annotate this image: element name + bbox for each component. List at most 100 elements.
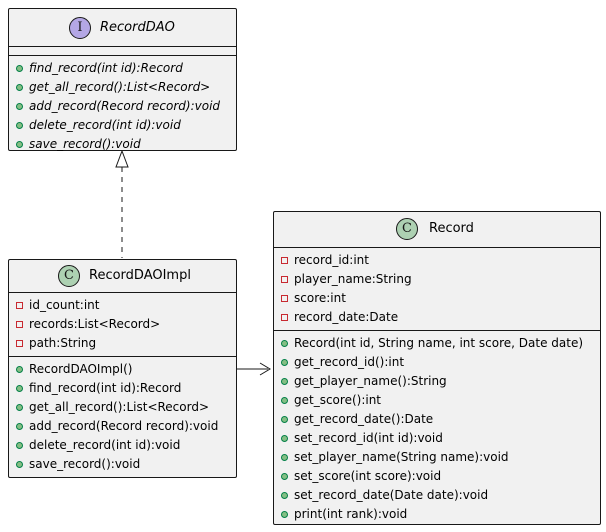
method-text: set_record_date(Date date):void [294, 488, 489, 502]
methods-section: find_record(int id):Record get_all_record… [9, 55, 236, 157]
method-text: RecordDAOImpl() [29, 362, 133, 376]
method-text: find_record(int id):Record [29, 381, 182, 395]
attribute-text: player_name:String [294, 272, 412, 286]
method-text: get_record_date():Date [294, 412, 434, 426]
class-box-recorddao: I RecordDAO find_record(int id):Record ge… [8, 8, 237, 151]
method-row: RecordDAOImpl() [9, 360, 236, 379]
class-icon: C [58, 265, 80, 287]
public-visibility-icon [281, 397, 288, 404]
public-visibility-icon [16, 404, 23, 411]
method-row: delete_record(int id):void [9, 116, 236, 135]
public-visibility-icon [16, 103, 23, 110]
public-visibility-icon [281, 340, 288, 347]
method-row: save_record():void [9, 135, 236, 154]
method-row: delete_record(int id):void [9, 436, 236, 455]
method-row: add_record(Record record):void [9, 417, 236, 436]
private-visibility-icon [16, 321, 23, 328]
interface-icon: I [69, 17, 91, 39]
class-box-recorddaoimpl: C RecordDAOImpl id_count:int records:List… [8, 259, 237, 478]
private-visibility-icon [281, 295, 288, 302]
method-row: get_score():int [274, 391, 600, 410]
attribute-row: score:int [274, 289, 600, 308]
method-row: get_all_record():List<Record> [9, 398, 236, 417]
class-header: C RecordDAOImpl [9, 260, 236, 293]
class-header: C Record [274, 212, 600, 248]
method-text: add_record(Record record):void [29, 99, 221, 113]
public-visibility-icon [281, 378, 288, 385]
methods-section: RecordDAOImpl() find_record(int id):Recor… [9, 356, 236, 477]
public-visibility-icon [281, 435, 288, 442]
attribute-text: path:String [29, 336, 97, 350]
attribute-row: record_date:Date [274, 308, 600, 327]
method-text: print(int rank):void [294, 507, 408, 521]
method-row: set_record_id(int id):void [274, 429, 600, 448]
method-text: delete_record(int id):void [29, 438, 181, 452]
class-name: Record [429, 221, 474, 236]
method-row: set_score(int score):void [274, 467, 600, 486]
method-row: Record(int id, String name, int score, D… [274, 334, 600, 353]
public-visibility-icon [16, 366, 23, 373]
public-visibility-icon [281, 473, 288, 480]
method-row: save_record():void [9, 455, 236, 474]
public-visibility-icon [281, 416, 288, 423]
public-visibility-icon [16, 84, 23, 91]
attributes-section: record_id:int player_name:String score:int… [274, 248, 600, 330]
method-text: add_record(Record record):void [29, 419, 219, 433]
method-text: delete_record(int id):void [29, 118, 181, 132]
public-visibility-icon [281, 492, 288, 499]
attribute-row: records:List<Record> [9, 315, 236, 334]
class-icon: C [396, 218, 418, 240]
method-text: get_player_name():String [294, 374, 447, 388]
private-visibility-icon [281, 257, 288, 264]
class-box-record: C Record record_id:int player_name:String… [273, 211, 601, 525]
public-visibility-icon [16, 385, 23, 392]
method-text: get_all_record():List<Record> [29, 400, 210, 414]
method-text: find_record(int id):Record [29, 61, 183, 75]
attribute-row: player_name:String [274, 270, 600, 289]
public-visibility-icon [16, 141, 23, 148]
private-visibility-icon [16, 302, 23, 309]
public-visibility-icon [16, 65, 23, 72]
public-visibility-icon [16, 442, 23, 449]
method-text: set_record_id(int id):void [294, 431, 443, 445]
public-visibility-icon [16, 122, 23, 129]
method-text: set_score(int score):void [294, 469, 442, 483]
public-visibility-icon [16, 461, 23, 468]
attributes-section [9, 47, 236, 55]
public-visibility-icon [281, 359, 288, 366]
private-visibility-icon [281, 314, 288, 321]
method-text: get_score():int [294, 393, 381, 407]
private-visibility-icon [281, 276, 288, 283]
method-text: save_record():void [29, 137, 141, 151]
attributes-section: id_count:int records:List<Record> path:Str… [9, 293, 236, 356]
class-name: RecordDAO [100, 20, 175, 35]
attribute-text: records:List<Record> [29, 317, 161, 331]
method-row: find_record(int id):Record [9, 59, 236, 78]
public-visibility-icon [16, 423, 23, 430]
attribute-text: record_id:int [294, 253, 369, 267]
attribute-text: id_count:int [29, 298, 100, 312]
method-row: set_player_name(String name):void [274, 448, 600, 467]
attribute-row: id_count:int [9, 296, 236, 315]
method-row: get_record_date():Date [274, 410, 600, 429]
method-row: print(int rank):void [274, 505, 600, 524]
class-header: I RecordDAO [9, 9, 236, 47]
realization-arrowhead [115, 149, 129, 168]
attribute-text: record_date:Date [294, 310, 399, 324]
method-text: get_all_record():List<Record> [29, 80, 211, 94]
method-row: get_record_id():int [274, 353, 600, 372]
attribute-row: record_id:int [274, 251, 600, 270]
private-visibility-icon [16, 340, 23, 347]
method-row: set_record_date(Date date):void [274, 486, 600, 505]
method-row: add_record(Record record):void [9, 97, 236, 116]
method-row: get_player_name():String [274, 372, 600, 391]
method-row: get_all_record():List<Record> [9, 78, 236, 97]
method-text: save_record():void [29, 457, 141, 471]
association-arrowhead [259, 362, 271, 376]
attribute-row: path:String [9, 334, 236, 353]
method-text: get_record_id():int [294, 355, 405, 369]
method-text: set_player_name(String name):void [294, 450, 509, 464]
public-visibility-icon [281, 454, 288, 461]
method-row: find_record(int id):Record [9, 379, 236, 398]
